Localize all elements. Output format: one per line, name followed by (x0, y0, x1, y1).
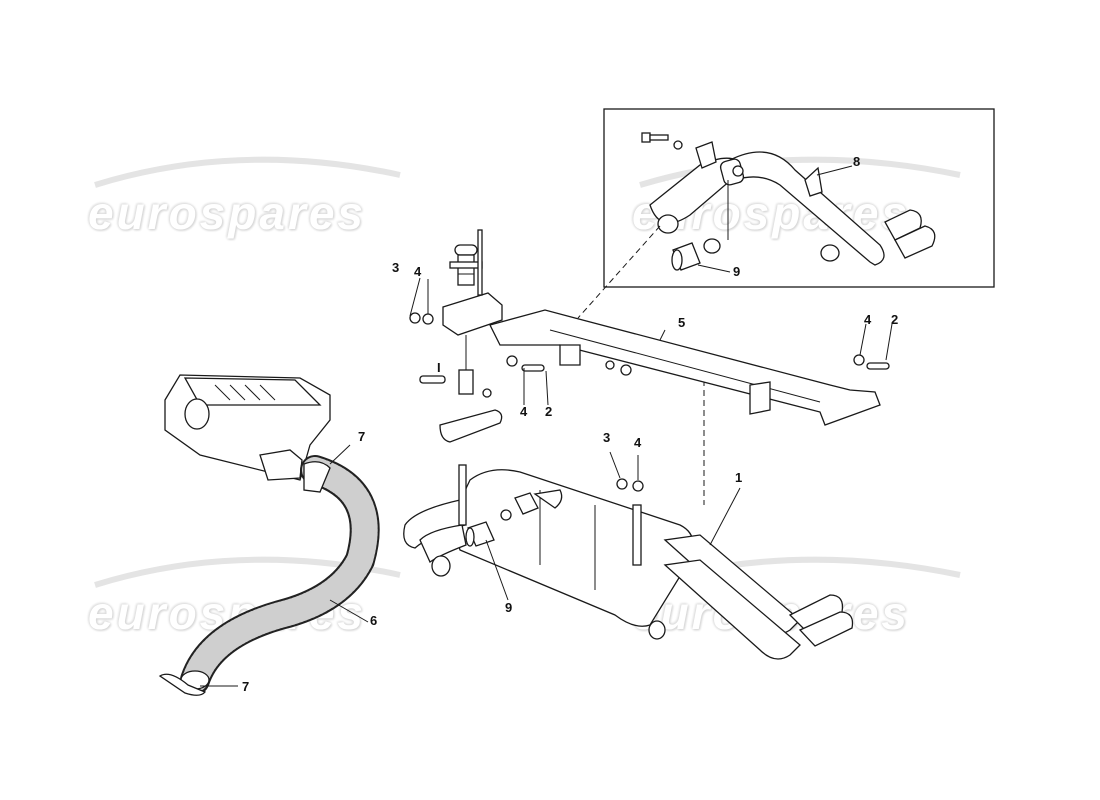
callout-4[interactable]: 4 (864, 312, 872, 327)
isolator-mount-icon (409, 229, 503, 443)
callout-9[interactable]: 9 (733, 264, 741, 279)
callout-5[interactable]: 5 (678, 315, 686, 330)
bolt-icon (641, 132, 683, 150)
callout-7[interactable]: 7 (242, 679, 250, 694)
callout-4[interactable]: 4 (634, 435, 642, 450)
corrugated-hose-icon (158, 455, 380, 696)
callout-8[interactable]: 8 (853, 154, 861, 169)
callout-4[interactable]: 4 (520, 404, 528, 419)
callout-7[interactable]: 7 (358, 429, 366, 444)
watermark: eurospares (88, 187, 367, 239)
tailpipe-assembly-icon (649, 141, 936, 266)
callout-2[interactable]: 2 (545, 404, 553, 419)
callout-4[interactable]: 4 (414, 264, 422, 279)
silencer-icon (403, 464, 854, 660)
sleeve-icon (671, 238, 721, 271)
callout-3[interactable]: 3 (603, 430, 611, 445)
callout-9[interactable]: 9 (505, 600, 513, 615)
detail-box (603, 108, 995, 288)
air-box-icon (164, 374, 331, 481)
cross-member-bracket-icon (489, 309, 890, 426)
callout-I[interactable]: I (437, 360, 441, 375)
callout-3[interactable]: 3 (392, 260, 400, 275)
callout-2[interactable]: 2 (891, 312, 899, 327)
callout-1[interactable]: 1 (735, 470, 743, 485)
callout-6[interactable]: 6 (370, 613, 378, 628)
